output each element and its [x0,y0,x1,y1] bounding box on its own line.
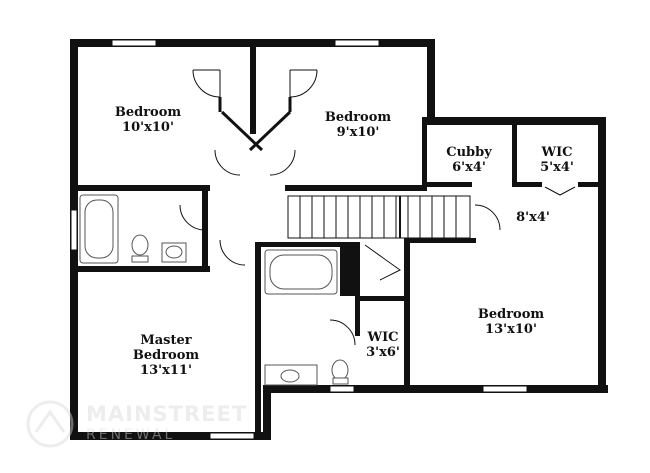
room-size: 8'x4' [516,210,550,225]
watermark-logo-icon [26,400,74,448]
room-label-hall-e: 8'x4' [500,210,566,225]
room-name-line2: Bedroom [132,348,200,363]
room-size: 9'x10' [336,125,380,140]
room-label-bedroom-n: Bedroom 9'x10' [313,110,403,140]
watermark-sub: RENEWAL [86,427,176,443]
room-label-wic-ne: WIC 5'x4' [524,145,590,175]
watermark-brand: MAINSTREET [86,402,248,426]
room-label-wic-s: WIC 3'x6' [357,330,409,360]
room-size: 6'x4' [452,160,486,175]
door-swings [179,69,576,346]
room-name: WIC [541,145,573,160]
room-name: Bedroom [477,307,545,322]
room-label-bedroom-nw: Bedroom 10'x10' [103,105,193,135]
windows [70,39,528,440]
room-size: 5'x4' [540,160,574,175]
stairs [287,195,471,281]
room-name: Bedroom [324,110,392,125]
room-name-line1: Master [140,333,192,348]
watermark: MAINSTREET RENEWAL [22,398,262,450]
room-size: 13'x11' [140,363,192,378]
room-label-master: Master Bedroom 13'x11' [116,333,216,378]
room-label-cubby: Cubby 6'x4' [436,145,502,175]
room-size: 3'x6' [366,345,400,360]
room-name: Bedroom [114,105,182,120]
room-size: 10'x10' [122,120,174,135]
room-size: 13'x10' [485,322,537,337]
room-name: WIC [367,330,399,345]
room-label-bedroom-e: Bedroom 13'x10' [463,307,559,337]
room-name: Cubby [446,145,492,160]
bath-fixtures [79,194,349,386]
